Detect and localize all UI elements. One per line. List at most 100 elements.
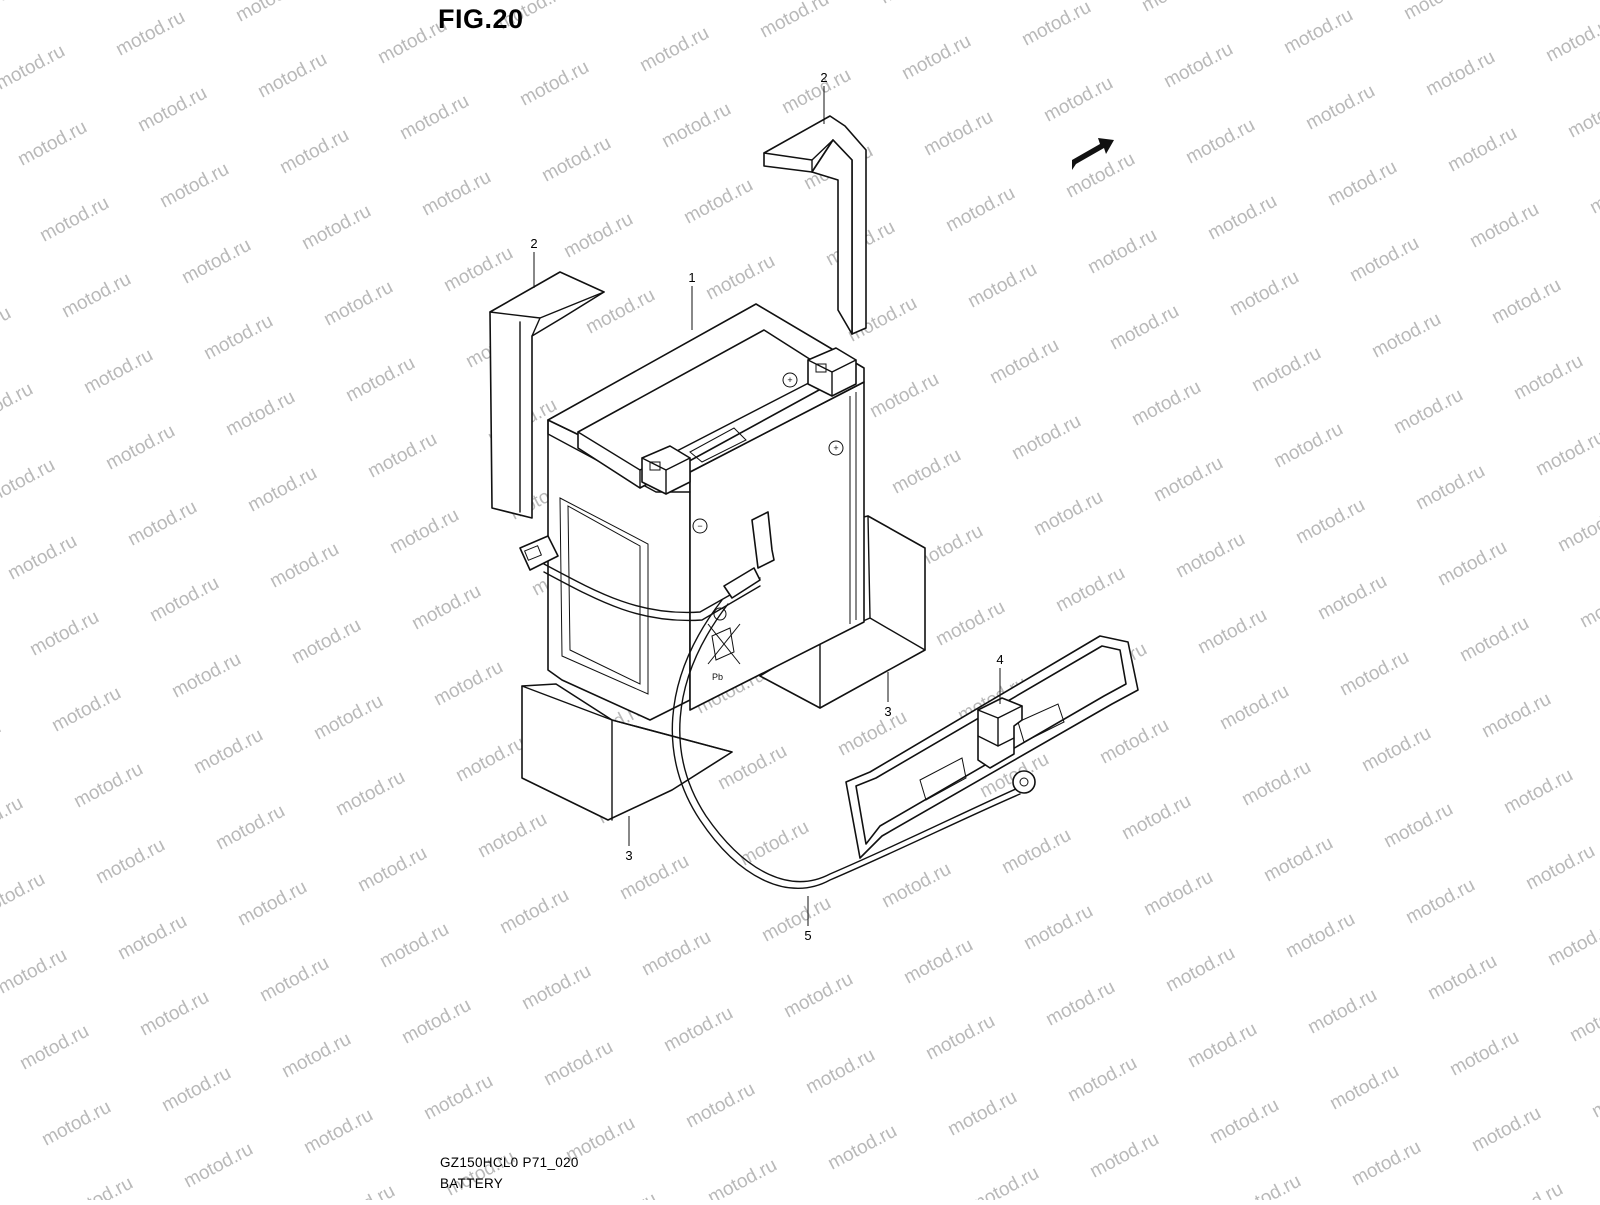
watermark-text: motod.ru bbox=[254, 49, 330, 103]
watermark-text: motod.ru bbox=[1162, 943, 1238, 997]
watermark-text: motod.ru bbox=[200, 311, 276, 365]
watermark-text: motod.ru bbox=[48, 683, 124, 737]
watermark-text: motod.ru bbox=[1062, 149, 1138, 203]
watermark-text: motod.ru bbox=[1118, 791, 1194, 845]
watermark-text: motod.ru bbox=[408, 581, 484, 635]
watermark-text: motod.ru bbox=[888, 445, 964, 499]
watermark-text: motod.ru bbox=[158, 1063, 234, 1117]
watermark-text: motod.ru bbox=[36, 193, 112, 247]
watermark-text: motod.ru bbox=[1488, 275, 1564, 329]
watermark-text: motod.ru bbox=[1468, 1103, 1544, 1157]
watermark-text: motod.ru bbox=[1292, 495, 1368, 549]
watermark-text: motod.ru bbox=[92, 835, 168, 889]
watermark-text: motod.ru bbox=[244, 463, 320, 517]
watermark-text: motod.ru bbox=[1490, 1179, 1566, 1200]
watermark-text: motod.ru bbox=[1008, 411, 1084, 465]
watermark-text: motod.ru bbox=[0, 869, 49, 923]
watermark-text: motod.ru bbox=[474, 809, 550, 863]
watermark-text: motod.ru bbox=[900, 935, 976, 989]
watermark-text: motod.ru bbox=[1336, 647, 1412, 701]
callout-5: 5 bbox=[804, 928, 811, 943]
watermark-text: motod.ru bbox=[1304, 985, 1380, 1039]
watermark-text: motod.ru bbox=[300, 1105, 376, 1159]
watermark-text: motod.ru bbox=[1586, 165, 1600, 219]
watermark-text: motod.ru bbox=[354, 843, 430, 897]
callout-3-right: 3 bbox=[884, 704, 891, 719]
watermark-text: motod.ru bbox=[38, 1097, 114, 1151]
watermark-text: motod.ru bbox=[834, 707, 910, 761]
watermark-text: motod.ru bbox=[932, 597, 1008, 651]
watermark-text: motod.ru bbox=[0, 303, 15, 357]
watermark-text: motod.ru bbox=[190, 725, 266, 779]
watermark-text: motod.ru bbox=[278, 1029, 354, 1083]
watermark-text: motod.ru bbox=[1064, 1053, 1140, 1107]
watermark-text: motod.ru bbox=[1270, 419, 1346, 473]
watermark-text: motod.ru bbox=[1444, 123, 1520, 177]
callout-2-top: 2 bbox=[820, 70, 827, 85]
watermark-text: motod.ru bbox=[1544, 917, 1600, 971]
watermark-text: motod.ru bbox=[332, 767, 408, 821]
watermark-text: motod.ru bbox=[1106, 301, 1182, 355]
watermark-text: motod.ru bbox=[256, 953, 332, 1007]
watermark-text: motod.ru bbox=[922, 1011, 998, 1065]
watermark-text: motod.ru bbox=[310, 691, 386, 745]
watermark-text: motod.ru bbox=[998, 825, 1074, 879]
watermark-text: motod.ru bbox=[430, 657, 506, 711]
watermark-text: motod.ru bbox=[658, 99, 734, 153]
watermark-text: motod.ru bbox=[1412, 461, 1488, 515]
watermark-text: motod.ru bbox=[1478, 689, 1554, 743]
watermark-text: motod.ru bbox=[1042, 977, 1118, 1031]
watermark-text: motod.ru bbox=[702, 251, 778, 305]
watermark-text: motod.ru bbox=[1138, 0, 1214, 16]
watermark-text: motod.ru bbox=[1358, 723, 1434, 777]
watermark-text: motod.ru bbox=[0, 455, 59, 509]
watermark-text: motod.ru bbox=[1216, 681, 1292, 735]
watermark-text: motod.ru bbox=[234, 877, 310, 931]
watermark-text: motod.ru bbox=[1402, 875, 1478, 929]
watermark-text: motod.ru bbox=[156, 159, 232, 213]
watermark-text: motod.ru bbox=[1326, 1061, 1402, 1115]
watermark-text: motod.ru bbox=[136, 987, 212, 1041]
watermark-text: motod.ru bbox=[1040, 73, 1116, 127]
watermark-text: motod.ru bbox=[1510, 351, 1586, 405]
watermark-text: motod.ru bbox=[60, 1173, 136, 1200]
watermark-text: motod.ru bbox=[1030, 487, 1106, 541]
watermark-text: motod.ru bbox=[1150, 453, 1226, 507]
watermark-text: motod.ru bbox=[396, 91, 472, 145]
watermark-text: motod.ru bbox=[1348, 1137, 1424, 1191]
watermark-text: motod.ru bbox=[180, 1139, 256, 1193]
watermark-text: motod.ru bbox=[966, 1163, 1042, 1200]
watermark-text: motod.ru bbox=[134, 83, 210, 137]
watermark-text: motod.ru bbox=[70, 759, 146, 813]
watermark-text: motod.ru bbox=[342, 353, 418, 407]
watermark-text: motod.ru bbox=[1184, 1019, 1260, 1073]
watermark-text: motod.ru bbox=[1380, 799, 1456, 853]
watermark-text: motod.ru bbox=[1248, 343, 1324, 397]
watermark-text: motod.ru bbox=[1446, 1027, 1522, 1081]
watermark-text: motod.ru bbox=[80, 345, 156, 399]
spacer-top-right bbox=[764, 116, 866, 334]
figure-title: FIG.20 bbox=[438, 4, 524, 35]
watermark-text: motod.ru bbox=[1390, 385, 1466, 439]
watermark-text: motod.ru bbox=[376, 919, 452, 973]
watermark-text: motod.ru bbox=[496, 885, 572, 939]
negative-mark: − bbox=[697, 521, 702, 531]
watermark-text: motod.ru bbox=[1324, 157, 1400, 211]
watermark-text: motod.ru bbox=[638, 927, 714, 981]
watermark-text: motod.ru bbox=[364, 429, 440, 483]
figure-code: GZ150HCL0 P71_020 bbox=[440, 1155, 579, 1170]
watermark-text: motod.ru bbox=[222, 387, 298, 441]
watermark-text: motod.ru bbox=[704, 1155, 780, 1200]
watermark-text: motod.ru bbox=[1434, 537, 1510, 591]
watermark-text: motod.ru bbox=[1302, 81, 1378, 135]
watermark-text: motod.ru bbox=[320, 277, 396, 331]
watermark-text: motod.ru bbox=[0, 379, 37, 433]
watermark-text: motod.ru bbox=[168, 649, 244, 703]
watermark-text: motod.ru bbox=[1282, 909, 1358, 963]
watermark-text: motod.ru bbox=[878, 859, 954, 913]
watermark-text: motod.ru bbox=[1466, 199, 1542, 253]
watermark-text: motod.ru bbox=[1346, 233, 1422, 287]
watermark-text: motod.ru bbox=[1020, 901, 1096, 955]
